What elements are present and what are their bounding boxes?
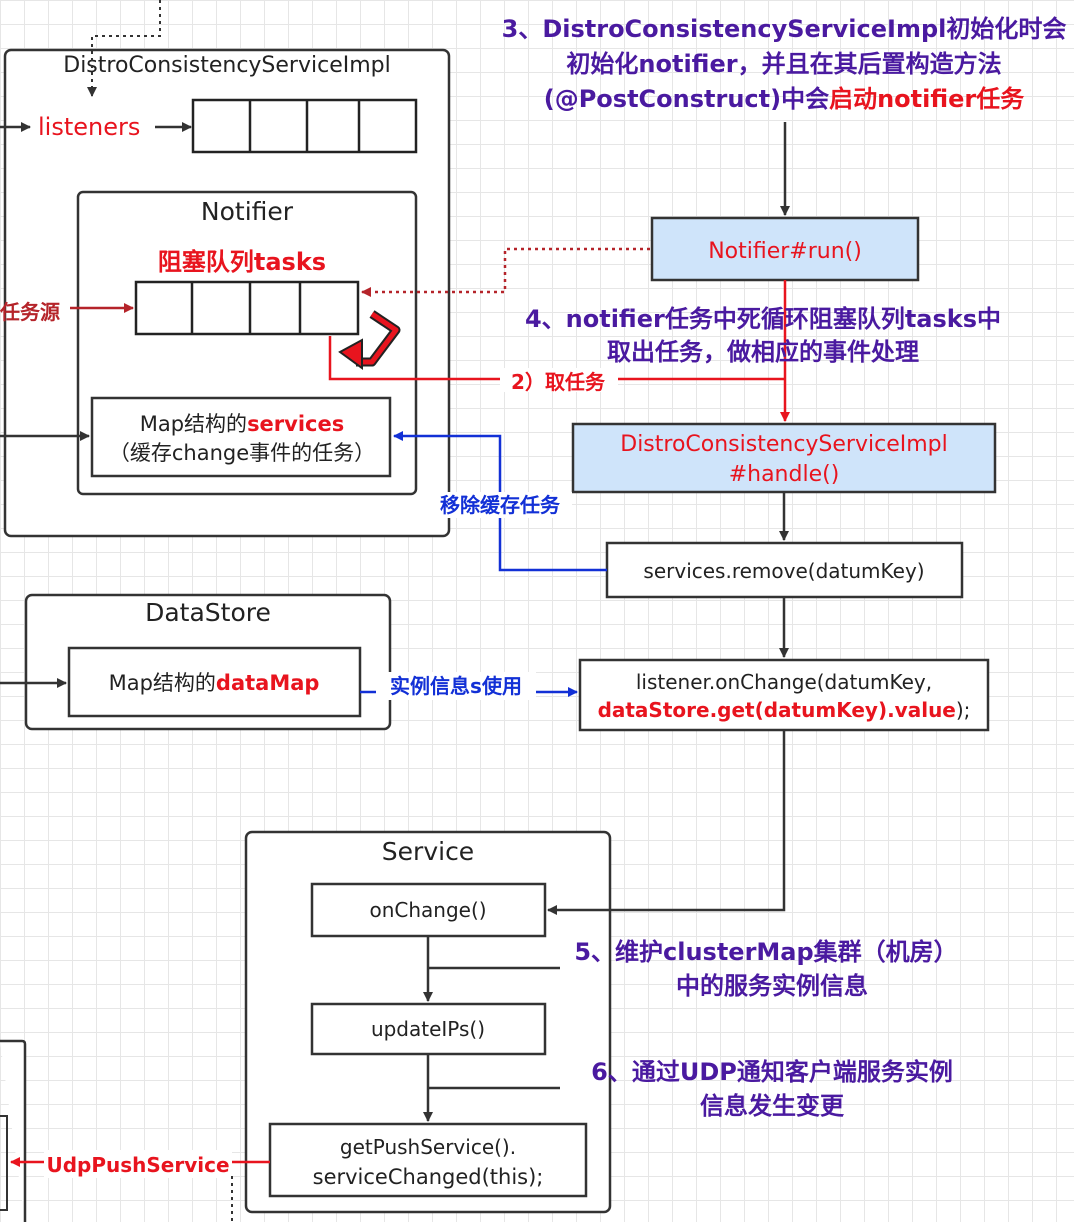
services-map-desc: （缓存change事件的任务）	[109, 441, 375, 465]
instance-use-label: 实例信息s使用	[390, 674, 522, 698]
listener-onchange-suffix: );	[956, 698, 971, 722]
svg-text:Map结构的dataMap: Map结构的dataMap	[109, 671, 320, 695]
udp-push-label: UdpPushService	[46, 1153, 229, 1177]
listener-onchange-node: listener.onChange(datumKey, dataStore.ge…	[578, 658, 990, 732]
services-map-key: services	[247, 412, 344, 436]
listener-onchange-line2: dataStore.get(datumKey).value	[598, 698, 956, 722]
services-remove-label: services.remove(datumKey)	[643, 559, 924, 583]
datamap-key: dataMap	[216, 671, 320, 695]
step5-note: 5、维护clusterMap集群（机房） 中的服务实例信息	[574, 938, 957, 1000]
step6-line2: 信息发生变更	[700, 1092, 845, 1120]
listener-onchange-line1: listener.onChange(datumKey,	[636, 670, 932, 694]
listeners-label: listeners	[38, 113, 140, 141]
services-map-prefix: Map结构的	[140, 412, 247, 436]
services-map-box: Map结构的services （缓存change事件的任务）	[90, 396, 392, 478]
update-ips-label: updateIPs()	[371, 1017, 485, 1041]
loop-arrow-icon	[338, 310, 401, 370]
services-remove-node: services.remove(datumKey)	[605, 541, 964, 599]
step3-line2: 初始化notifier，并且在其后置构造方法	[566, 50, 1001, 78]
listeners-array	[191, 98, 418, 154]
blocking-queue-label: 阻塞队列tasks	[158, 248, 326, 276]
service-onchange-label: onChange()	[369, 898, 486, 922]
notifier-title: Notifier	[201, 197, 294, 226]
take-task-label: 2）取任务	[511, 370, 606, 394]
blocking-queue-array	[134, 280, 360, 336]
notifier-run-label: Notifier#run()	[708, 239, 862, 264]
handle-label-line1: DistroConsistencyServiceImpl	[620, 432, 948, 457]
handle-node: DistroConsistencyServiceImpl #handle()	[571, 422, 997, 494]
handle-label-line2: #handle()	[729, 462, 840, 487]
notifier-run-node: Notifier#run()	[650, 216, 920, 282]
step4-line2: 取出任务，做相应的事件处理	[607, 338, 919, 366]
distro-impl-title: DistroConsistencyServiceImpl	[63, 53, 391, 78]
step5-line2: 中的服务实例信息	[676, 972, 868, 1000]
datastore-title: DataStore	[145, 598, 271, 627]
service-onchange-node: onChange()	[310, 882, 547, 938]
step3-note: 3、DistroConsistencyServiceImpl初始化时会 初始化n…	[502, 15, 1067, 113]
svg-text:Map结构的services: Map结构的services	[140, 412, 345, 436]
datamap-prefix: Map结构的	[109, 671, 216, 695]
step6-line1: 6、通过UDP通知客户端服务实例	[591, 1058, 953, 1086]
push-service-line2: serviceChanged(this);	[313, 1165, 544, 1189]
step4-note: 4、notifier任务中死循环阻塞队列tasks中 取出任务，做相应的事件处理	[525, 305, 1001, 366]
update-ips-node: updateIPs()	[310, 1002, 547, 1056]
push-service-node: getPushService(). serviceChanged(this);	[268, 1122, 588, 1198]
step5-line1: 5、维护clusterMap集群（机房）	[574, 938, 957, 966]
step3-line3-a: (@PostConstruct)中会	[544, 85, 829, 113]
step4-line1: 4、notifier任务中死循环阻塞队列tasks中	[525, 305, 1001, 333]
remove-cache-label: 移除缓存任务	[440, 493, 561, 517]
step3-line1: 3、DistroConsistencyServiceImpl初始化时会	[502, 15, 1067, 43]
push-service-line1: getPushService().	[340, 1135, 516, 1159]
step6-note: 6、通过UDP通知客户端服务实例 信息发生变更	[591, 1058, 953, 1120]
datamap-box: Map结构的dataMap	[67, 646, 362, 718]
svg-text:dataStore.get(datumKey).value): dataStore.get(datumKey).value);	[598, 698, 971, 722]
service-title: Service	[382, 837, 474, 866]
svg-text:(@PostConstruct)中会启动notifier任务: (@PostConstruct)中会启动notifier任务	[544, 85, 1026, 113]
udp-client-box	[0, 1039, 27, 1222]
step3-line3-b: 启动notifier任务	[829, 85, 1025, 113]
task-source-label: 任务源	[0, 300, 60, 324]
